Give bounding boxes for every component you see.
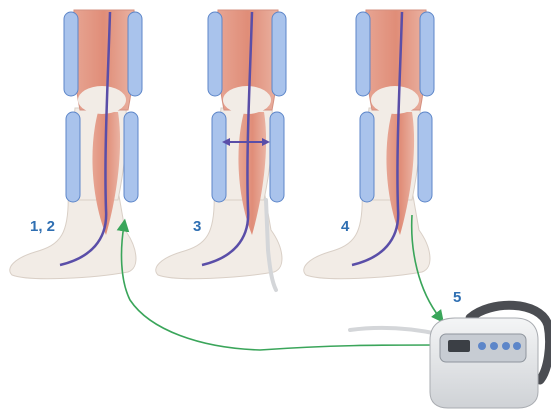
leg-1-cuff-thigh-right — [128, 12, 142, 96]
compression-pump — [430, 305, 550, 408]
leg-2-cuff-calf-left — [212, 112, 226, 202]
leg-3-knee — [371, 86, 419, 114]
pump-button-1 — [478, 342, 486, 350]
leg-3 — [304, 10, 434, 279]
device-tubing — [350, 328, 438, 334]
leg-2-cuff-calf-right — [270, 112, 284, 202]
leg-1-knee — [78, 86, 126, 114]
leg-3-cuff-calf-left — [360, 112, 374, 202]
leg-2-cuff-thigh-left — [208, 12, 222, 96]
leg-1-cuff-calf-left — [66, 112, 80, 202]
leg-2-knee — [223, 86, 271, 114]
step-label-5: 5 — [453, 289, 461, 306]
leg-1-cuff-thigh-left — [64, 12, 78, 96]
pump-button-4 — [513, 342, 521, 350]
step-label-1-2: 1, 2 — [30, 218, 55, 235]
leg-2 — [156, 10, 286, 290]
leg-3-foot — [304, 190, 430, 279]
leg-1-cuff-calf-right — [124, 112, 138, 202]
leg-3-cuff-thigh-left — [356, 12, 370, 96]
pump-screen — [448, 340, 470, 352]
leg-3-cuff-thigh-right — [420, 12, 434, 96]
step-label-4: 4 — [341, 218, 349, 235]
leg-2-foot — [156, 190, 282, 279]
step-label-3: 3 — [193, 218, 201, 235]
leg-1-foot — [10, 190, 136, 279]
leg-3-cuff-calf-right — [418, 112, 432, 202]
leg-2-cuff-thigh-right — [272, 12, 286, 96]
pump-button-2 — [490, 342, 498, 350]
pump-button-3 — [502, 342, 510, 350]
pump-body — [430, 318, 538, 408]
